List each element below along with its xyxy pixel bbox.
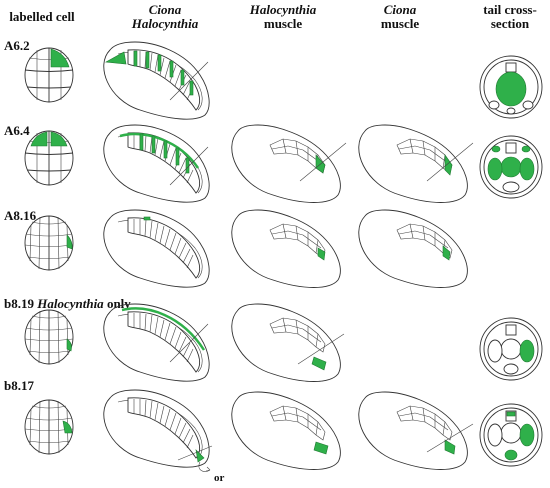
row-label-b8-17: b8.17 — [4, 378, 34, 393]
header-ciona-halocynthia: Ciona Halocynthia — [131, 2, 199, 31]
row2-embryo — [24, 130, 74, 186]
row1-cross-section — [479, 55, 543, 119]
row-label-a8-16: A8.16 — [4, 208, 37, 223]
row1-larva — [103, 41, 210, 120]
row3-ciona-muscle — [358, 209, 468, 288]
row5-cross-section — [479, 403, 543, 467]
row2-larva — [103, 124, 210, 203]
row5-embryo — [24, 399, 74, 455]
row-label-a6-2: A6.2 — [4, 38, 30, 53]
row4-embryo — [24, 309, 74, 365]
header-halocynthia-muscle: Halocynthia muscle — [249, 2, 317, 31]
row2-ciona-muscle — [358, 124, 474, 203]
row3-larva — [103, 209, 210, 288]
row-label-a6-4: A6.4 — [4, 123, 30, 138]
row4-cross-section — [479, 317, 543, 381]
row2-halocynthia-muscle — [231, 124, 347, 203]
row5-ciona-muscle — [358, 391, 474, 470]
header-ciona-muscle: Ciona muscle — [380, 2, 420, 31]
header-tail-cross-section: tail cross- section — [483, 2, 537, 31]
row4-halocynthia-muscle — [231, 303, 345, 382]
row1-embryo — [24, 47, 74, 103]
row3-halocynthia-muscle — [231, 209, 341, 288]
row5-halocynthia-muscle — [231, 391, 341, 470]
row3-embryo — [24, 215, 74, 271]
row4-larva — [103, 303, 210, 382]
row5-larva — [103, 389, 213, 472]
row2-cross-section — [479, 135, 543, 199]
header-labelled-cell: labelled cell — [9, 9, 75, 24]
or-label: or — [214, 472, 225, 484]
row-label-b8-19: b8.19 Halocynthia only — [4, 296, 131, 311]
